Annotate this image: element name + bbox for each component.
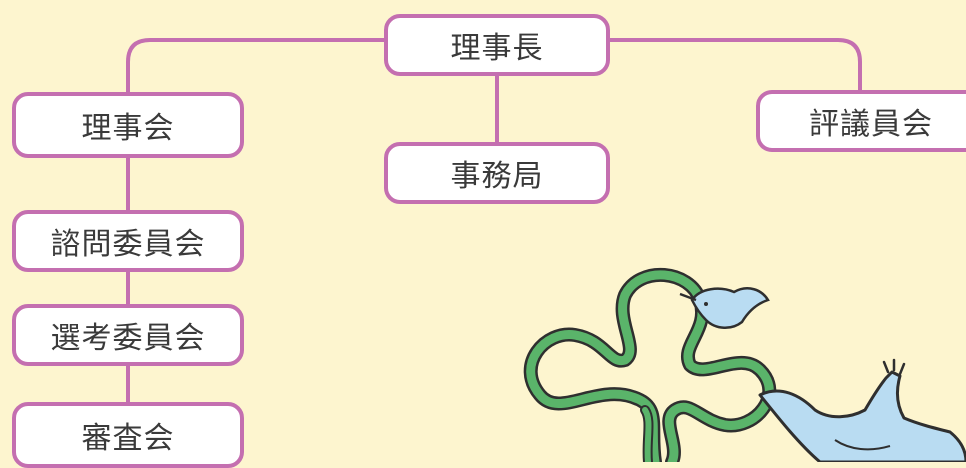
small-bird-icon xyxy=(679,287,770,329)
node-selection-committee: 選考委員会 xyxy=(12,304,244,366)
node-chairperson: 理事長 xyxy=(384,14,610,76)
node-secretariat: 事務局 xyxy=(384,142,610,204)
node-board-of-directors: 理事会 xyxy=(12,92,244,158)
node-label: 評議員会 xyxy=(809,107,933,142)
clover-ribbon-icon xyxy=(523,267,777,462)
node-label: 理事会 xyxy=(81,111,175,146)
node-label: 審査会 xyxy=(81,421,175,456)
node-label: 諮問委員会 xyxy=(50,227,206,262)
connector-chair-board xyxy=(126,38,386,94)
node-label: 選考委員会 xyxy=(50,321,206,356)
node-label: 事務局 xyxy=(450,159,544,194)
connector-chair-council xyxy=(608,38,862,92)
node-council: 評議員会 xyxy=(756,90,966,152)
node-label: 理事長 xyxy=(450,31,544,66)
node-advisory-committee: 諮問委員会 xyxy=(12,210,244,272)
bird-icon xyxy=(758,358,966,462)
